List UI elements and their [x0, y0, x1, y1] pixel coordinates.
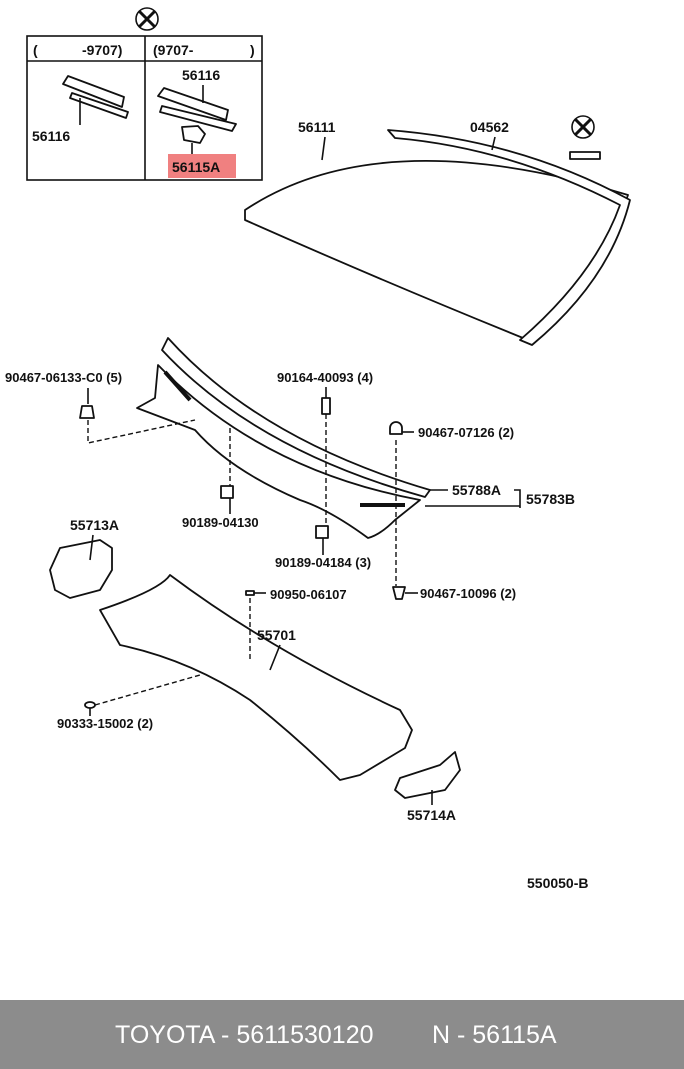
clip-icon — [79, 405, 95, 419]
plug-icon — [245, 590, 255, 596]
windshield-glass — [244, 160, 629, 341]
label-04562: 04562 — [470, 119, 509, 135]
label-90950-06107: 90950-06107 — [270, 587, 347, 602]
bracket-left-part — [49, 539, 113, 599]
label-90467-06133: 90467-06133-C0 (5) — [5, 370, 122, 385]
weatherstrip-part — [161, 337, 431, 498]
label-55713a: 55713A — [70, 517, 119, 533]
inset-right-header: (9707- — [153, 42, 194, 58]
clip-icon — [389, 421, 403, 435]
part-label-56115a[interactable]: 56115A — [172, 159, 220, 175]
label-55701: 55701 — [257, 627, 296, 643]
bracket-right-part — [394, 751, 461, 799]
label-56111: 56111 — [298, 119, 336, 135]
part-label-56116-right: 56116 — [182, 67, 220, 83]
louver-part — [136, 364, 421, 539]
parts-diagram: ( -9707) (9707- ) 56116 56116 56115A 561… — [5, 7, 631, 891]
label-55714a: 55714A — [407, 807, 456, 823]
nut-icon — [220, 485, 234, 499]
inset-table: ( -9707) (9707- ) 56116 56116 56115A — [26, 35, 263, 181]
footer-bar: TOYOTA - 5611530120 N - 56115A — [0, 1000, 684, 1069]
part-label-56116-left: 56116 — [32, 128, 70, 144]
highlight-box — [168, 154, 236, 178]
inset-left-header: -9707) — [82, 42, 122, 58]
inset-right-close: ) — [250, 42, 255, 58]
deflector-part — [157, 87, 237, 132]
label-55783b: 55783B — [526, 491, 575, 507]
label-90333-15002: 90333-15002 (2) — [57, 716, 153, 731]
windshield-molding — [387, 129, 631, 346]
not-available-icon — [569, 115, 601, 160]
label-90164-40093: 90164-40093 (4) — [277, 370, 373, 385]
label-90189-04184: 90189-04184 (3) — [275, 555, 371, 570]
clip-part — [181, 125, 206, 144]
label-55788a: 55788A — [452, 482, 501, 498]
label-90189-04130: 90189-04130 — [182, 515, 259, 530]
inset-left-open: ( — [33, 42, 38, 58]
label-90467-10096: 90467-10096 (2) — [420, 586, 516, 601]
deflector-part — [62, 75, 129, 119]
label-90467-07126: 90467-07126 (2) — [418, 425, 514, 440]
clip-icon — [392, 586, 406, 600]
diagram-code: 550050-B — [527, 875, 589, 891]
footer-part-number: TOYOTA - 5611530120 — [115, 1021, 374, 1049]
not-available-icon — [135, 7, 159, 31]
hole-plug-icon — [84, 701, 96, 709]
nut-icon — [315, 525, 329, 539]
footer-ref: N - 56115A — [432, 1021, 557, 1049]
screw-icon — [321, 397, 331, 415]
cowl-panel-part — [99, 574, 413, 781]
